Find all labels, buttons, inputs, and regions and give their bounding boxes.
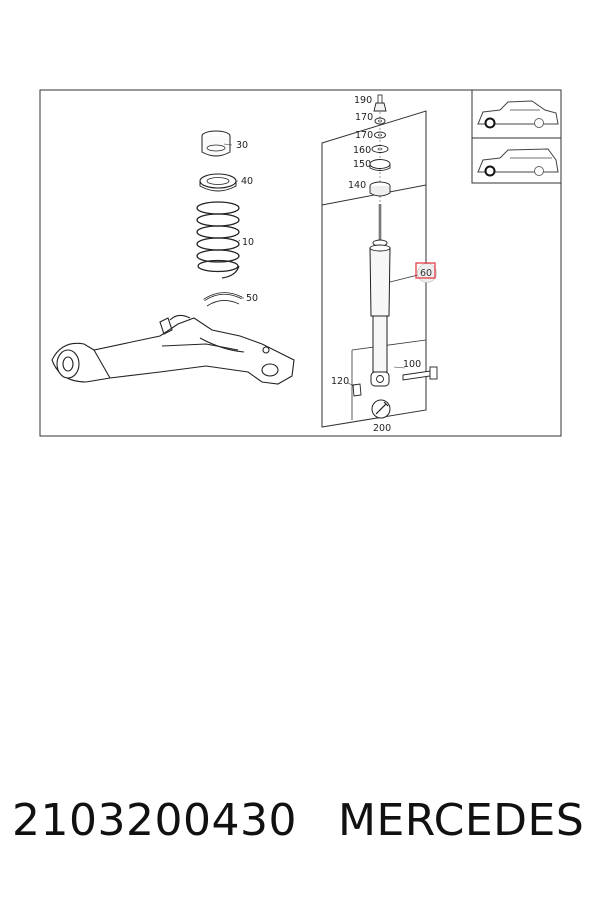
leader-lines bbox=[223, 143, 406, 387]
diagram-frame bbox=[39, 89, 562, 437]
trailing-arm bbox=[51, 314, 295, 385]
callout-40: 40 bbox=[241, 176, 253, 187]
exploded-parts-diagram: 190 170 170 160 150 140 60 100 120 200 3… bbox=[39, 89, 562, 437]
callout-10: 10 bbox=[242, 237, 254, 248]
callout-150: 150 bbox=[353, 159, 371, 170]
callout-50: 50 bbox=[246, 293, 258, 304]
part-30-upper-mount[interactable] bbox=[201, 130, 231, 157]
part-50-spring-seat[interactable] bbox=[203, 292, 243, 307]
part-60-shock-absorber[interactable] bbox=[369, 204, 391, 387]
callout-160: 160 bbox=[353, 145, 371, 156]
part-170-nut-upper[interactable] bbox=[374, 117, 386, 125]
wagon-icon[interactable] bbox=[477, 148, 559, 177]
callout-60-highlight[interactable] bbox=[389, 262, 437, 283]
part-170-nut-lower[interactable] bbox=[374, 131, 386, 139]
callout-60[interactable]: 60 bbox=[420, 268, 432, 279]
part-40-spring-pad[interactable] bbox=[199, 173, 237, 192]
callout-140: 140 bbox=[348, 180, 366, 191]
brand-name: MERCEDES bbox=[338, 795, 585, 846]
callout-100: 100 bbox=[403, 359, 421, 370]
vehicle-variant-panel bbox=[471, 89, 562, 184]
callout-190: 190 bbox=[354, 95, 372, 106]
part-100-bolt[interactable] bbox=[402, 366, 438, 381]
callout-120: 120 bbox=[331, 376, 349, 387]
callout-170-upper: 170 bbox=[355, 112, 373, 123]
callout-200: 200 bbox=[373, 423, 391, 434]
part-190-cap[interactable] bbox=[373, 94, 387, 112]
sedan-icon[interactable] bbox=[477, 100, 559, 129]
part-150-bushing[interactable] bbox=[369, 159, 391, 171]
part-number: 2103200430 bbox=[12, 795, 297, 846]
part-200-tool-icon[interactable] bbox=[371, 399, 391, 419]
callout-170-lower: 170 bbox=[355, 130, 373, 141]
part-10-coil-spring[interactable] bbox=[196, 201, 240, 279]
footer: 2103200430 MERCEDES bbox=[0, 795, 600, 865]
part-120-nut[interactable] bbox=[352, 383, 362, 397]
part-160-washer[interactable] bbox=[371, 145, 389, 153]
callout-30: 30 bbox=[236, 140, 248, 151]
part-140-mount[interactable] bbox=[369, 181, 391, 197]
